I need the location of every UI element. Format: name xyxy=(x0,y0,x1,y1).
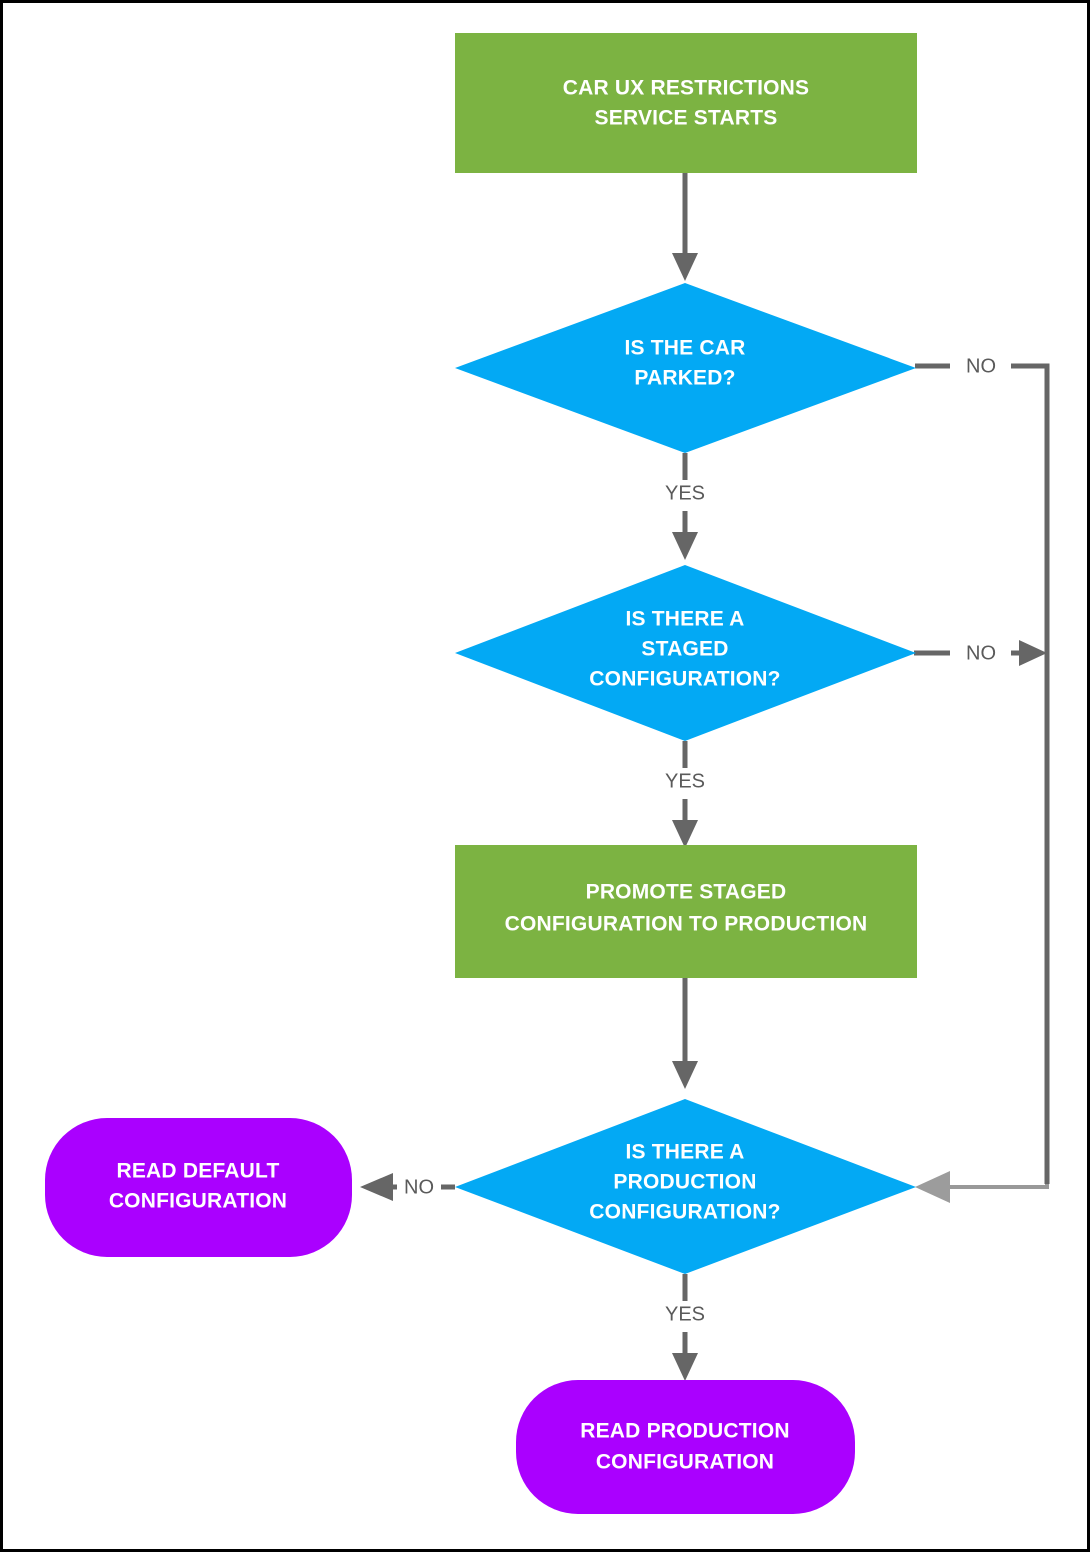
edge-parked-yes: YES xyxy=(665,453,705,560)
node-start[interactable]: CAR UX RESTRICTIONS SERVICE STARTS xyxy=(455,33,917,173)
edge-label-staged-no: NO xyxy=(966,642,996,664)
node-decision-staged-config[interactable]: IS THERE A STAGED CONFIGURATION? xyxy=(455,565,916,741)
edge-parked-no: NO xyxy=(915,355,1050,1184)
node-decision-is-car-parked[interactable]: IS THE CAR PARKED? xyxy=(455,283,916,453)
node-decision-staged-line1: IS THERE A xyxy=(625,608,744,631)
node-decision-staged-line3: CONFIGURATION? xyxy=(589,668,780,691)
node-read-default-line1: READ DEFAULT xyxy=(116,1160,279,1183)
node-decision-parked-line2: PARKED? xyxy=(634,367,735,390)
edge-promote-to-production xyxy=(672,978,698,1089)
edge-start-to-parked xyxy=(672,168,698,281)
edge-rail-to-production xyxy=(915,1171,1049,1203)
node-start-line1: CAR UX RESTRICTIONS xyxy=(563,77,809,100)
node-decision-production-line1: IS THERE A xyxy=(625,1141,744,1164)
node-promote-line1: PROMOTE STAGED xyxy=(586,881,787,904)
node-decision-production-line2: PRODUCTION xyxy=(613,1171,756,1194)
edge-label-production-no: NO xyxy=(404,1176,434,1198)
edge-label-parked-yes: YES xyxy=(665,482,705,504)
flowchart-svg: NO YES NO YES xyxy=(45,33,1050,1514)
edge-staged-no: NO xyxy=(914,640,1047,666)
node-decision-production-line3: CONFIGURATION? xyxy=(589,1201,780,1224)
node-read-production-config[interactable]: READ PRODUCTION CONFIGURATION xyxy=(516,1380,855,1514)
edge-production-no: NO xyxy=(360,1173,455,1201)
edge-label-staged-yes: YES xyxy=(665,770,705,792)
node-decision-staged-line2: STAGED xyxy=(641,638,728,661)
node-decision-parked-line1: IS THE CAR xyxy=(624,337,745,360)
node-read-production-line1: READ PRODUCTION xyxy=(580,1420,790,1443)
node-read-production-line2: CONFIGURATION xyxy=(596,1451,774,1474)
node-read-default-line2: CONFIGURATION xyxy=(109,1190,287,1213)
node-promote-staged-config[interactable]: PROMOTE STAGED CONFIGURATION TO PRODUCTI… xyxy=(455,845,917,978)
node-promote-line2: CONFIGURATION TO PRODUCTION xyxy=(505,913,868,936)
node-read-default-config[interactable]: READ DEFAULT CONFIGURATION xyxy=(45,1118,352,1257)
node-start-line2: SERVICE STARTS xyxy=(595,107,778,130)
edge-staged-yes: YES xyxy=(665,741,705,848)
node-decision-production-config[interactable]: IS THERE A PRODUCTION CONFIGURATION? xyxy=(455,1099,916,1274)
edge-label-production-yes: YES xyxy=(665,1303,705,1325)
edge-label-parked-no: NO xyxy=(966,355,996,377)
edge-production-yes: YES xyxy=(665,1274,705,1381)
